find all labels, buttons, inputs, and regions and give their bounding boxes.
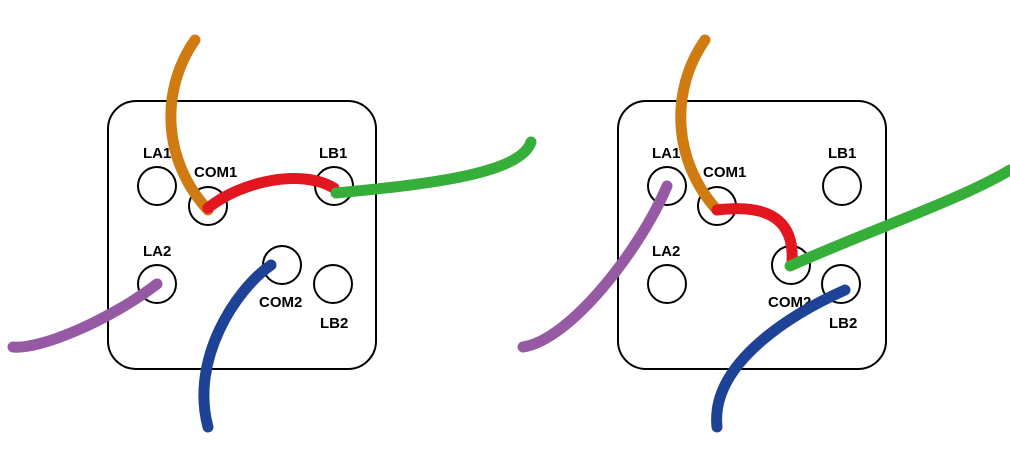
label-com2: COM2	[259, 294, 302, 311]
wire-red	[202, 173, 340, 214]
terminal-lb2	[313, 264, 353, 304]
wire-purple	[7, 278, 163, 353]
label-com1: COM1	[703, 164, 746, 181]
label-lb2: LB2	[829, 315, 857, 332]
wire-green	[784, 164, 1010, 272]
wire-red	[711, 203, 798, 268]
terminal-la2	[647, 264, 687, 304]
terminal-lb1	[822, 166, 862, 206]
label-com1: COM1	[194, 164, 237, 181]
label-lb2: LB2	[320, 315, 348, 332]
terminal-la1	[137, 166, 177, 206]
wire-orange	[165, 34, 214, 216]
wire-orange	[675, 34, 723, 216]
label-la1: LA1	[143, 145, 171, 162]
switch-right: LA1 COM1 LB1 LA2 COM2 LB2	[517, 34, 1010, 433]
label-la2: LA2	[652, 243, 680, 260]
label-la1: LA1	[652, 145, 680, 162]
wire-blue	[198, 259, 277, 433]
wire-blue	[711, 284, 851, 433]
label-lb1: LB1	[319, 145, 347, 162]
label-la2: LA2	[143, 243, 171, 260]
switch-left: LA1 COM1 LB1 LA2 COM2 LB2	[7, 34, 537, 433]
wire-purple	[517, 180, 673, 353]
label-lb1: LB1	[828, 145, 856, 162]
wire-green	[330, 136, 537, 199]
